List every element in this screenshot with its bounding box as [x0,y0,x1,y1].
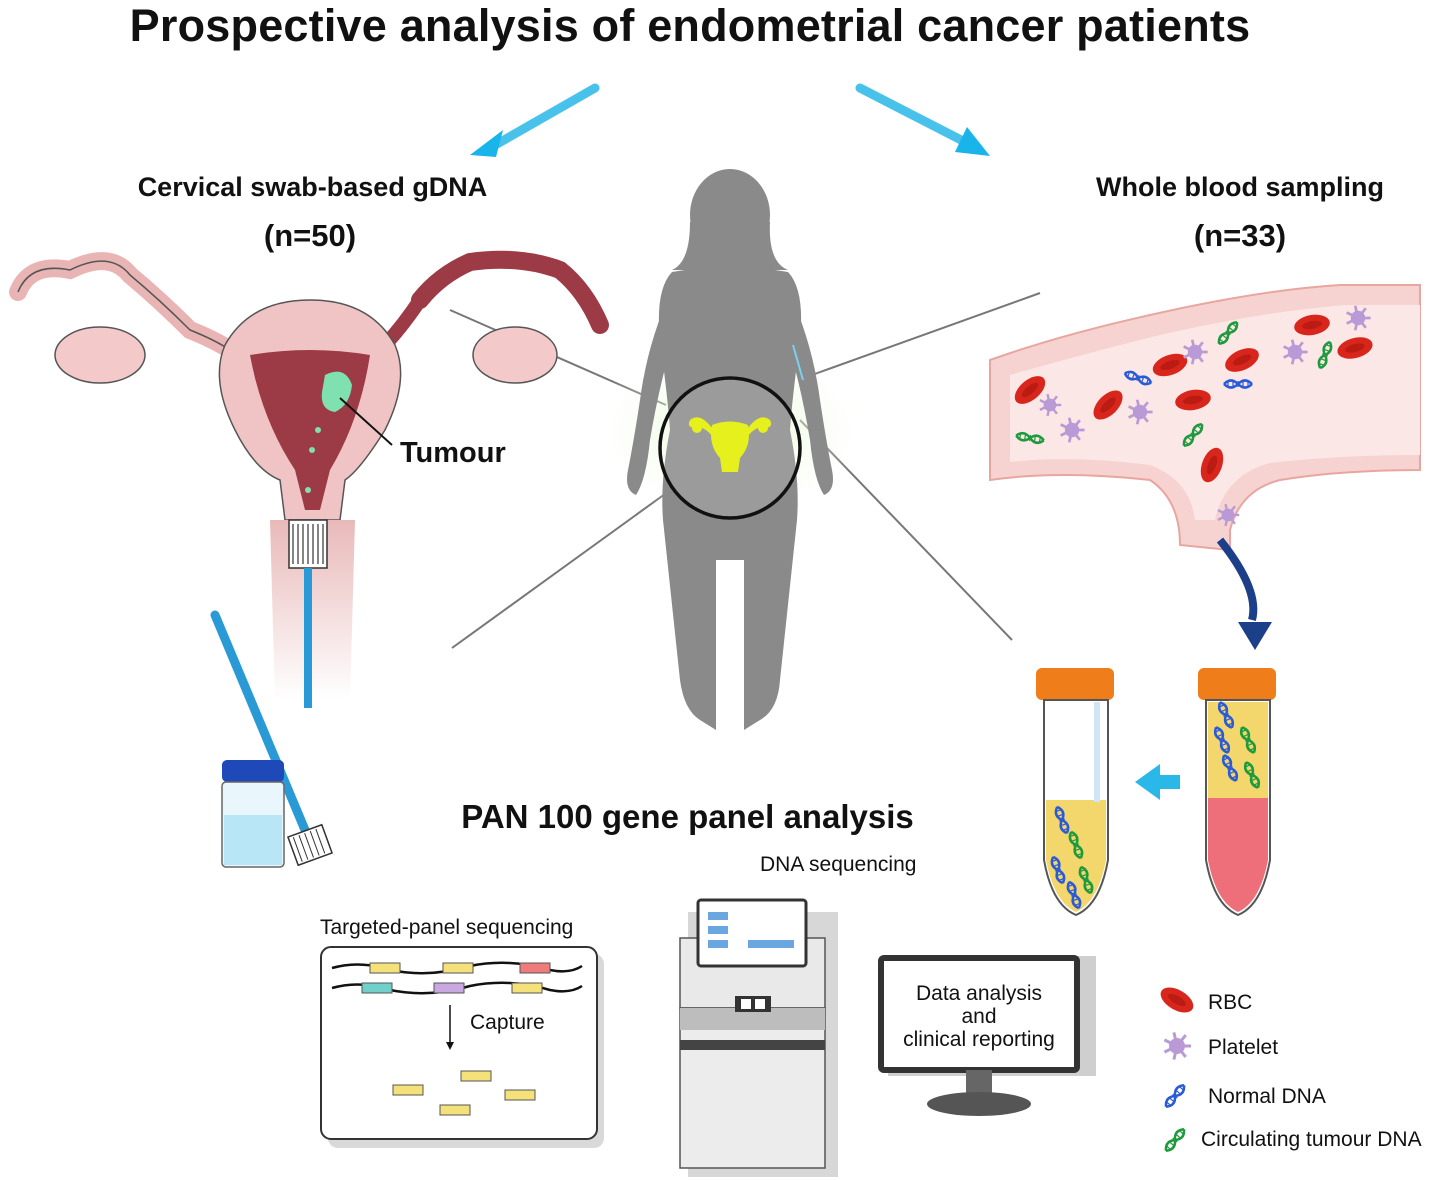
rbc-icon [1337,337,1373,359]
rbc-icon [1152,353,1188,377]
platelet-icon [1060,417,1085,443]
platelet-icon [1039,393,1062,417]
legend-ctdna-label: Circulating tumour DNA [1201,1128,1422,1151]
uterus-icon [688,417,772,472]
page-title: Prospective analysis of endometrial canc… [129,0,1251,51]
venipuncture-mark [792,344,804,381]
normal-dna-icon [1050,855,1066,885]
platelet-icon [1128,399,1153,425]
tumour-label: Tumour [400,437,506,469]
arrow-right-head [955,127,990,156]
sequencing-label: DNA sequencing [760,853,917,876]
swab-kit [210,610,334,868]
cervical-heading: Cervical swab-based gDNA [137,172,488,202]
rbc-icon [1014,376,1046,404]
blood-heading: Whole blood sampling [1096,172,1384,202]
sequencer-icon [679,898,838,1177]
rbc-icon [1225,348,1259,372]
left-ovary [54,326,146,384]
ctdna-icon [1015,432,1045,444]
brush-stem [304,568,312,708]
rbc-icon [1093,390,1123,420]
normal-dna-icon [1221,754,1239,782]
normal-dna-icon [1223,379,1253,389]
woman-silhouette [590,169,870,730]
normal-dna-icon [1054,805,1070,835]
legend-ctdna-icon [1164,1128,1186,1152]
blood-draw-arrow [1216,537,1258,622]
ctdna-icon [1243,761,1261,789]
normal-dna-icon [1213,726,1231,754]
normal-dna-icon [1123,370,1153,386]
capture-label: Capture [470,1011,545,1034]
platelet-icon [1217,503,1240,527]
legend-normal-dna-label: Normal DNA [1208,1085,1326,1108]
vessel-cells [1014,305,1373,527]
ctdna-icon [1068,830,1084,860]
monitor-line-2: and [961,1005,997,1028]
blood-tube [1198,668,1276,917]
panel-heading: PAN 100 gene panel analysis [461,798,914,835]
platelet-icon [1346,305,1371,331]
legend-platelet-label: Platelet [1208,1036,1279,1059]
legend-rbc-icon [1160,987,1194,1013]
plasma-tube [1036,668,1114,917]
ctdna-icon [1217,321,1239,345]
ctdna-icon [1078,865,1094,895]
ctdna-icon [1182,423,1204,447]
rbc-icon [1200,447,1224,483]
legend-platelet-icon [1163,1032,1191,1060]
right-ovary [472,326,558,384]
ctdna-icon [1317,340,1333,370]
blood-vessel [989,284,1421,552]
targeted-panel-box [320,946,604,1148]
monitor-text: Data analysis and clinical reporting [886,982,1072,1051]
platelet-icon [1283,339,1308,365]
rbc-icon [1175,389,1211,411]
monitor-line-3: clinical reporting [903,1028,1055,1051]
uterus-illustration [9,250,609,708]
monitor-icon [878,955,1096,1116]
container-lid [222,760,284,782]
split-arrows [470,83,990,157]
monitor-line-1: Data analysis [915,982,1043,1005]
tube-dna [1050,701,1261,910]
blood-n: (n=33) [1193,218,1287,253]
tumour-pointer [339,397,393,446]
arrow-left-head [470,130,503,157]
rbc-icon [1294,314,1330,336]
legend-normal-dna-icon [1164,1084,1186,1108]
platelet-icon [1183,339,1208,365]
legend-rbc-label: RBC [1208,991,1253,1014]
ctdna-icon [1239,726,1257,754]
normal-dna-icon [1066,880,1082,910]
targeted-label: Targeted-panel sequencing [320,916,574,939]
cervical-n: (n=50) [263,218,357,253]
legend-icons [1160,987,1194,1152]
normal-dna-icon [1217,701,1235,729]
